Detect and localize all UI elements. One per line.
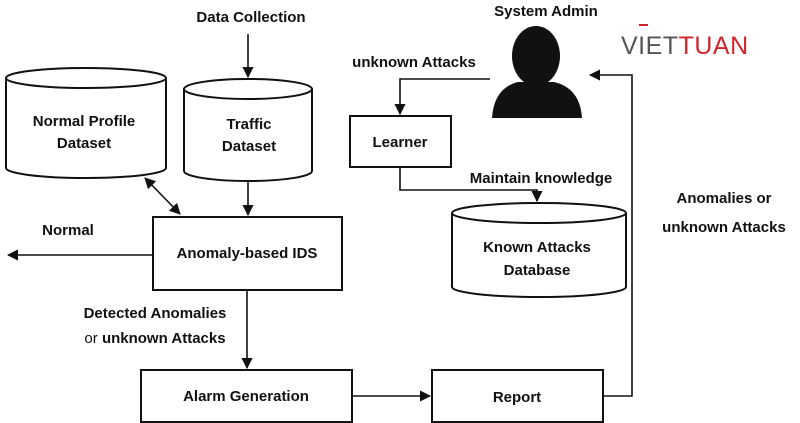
system-admin-label: System Admin xyxy=(494,3,598,20)
edge-report-to-admin xyxy=(588,69,633,397)
logo-part2: TUAN xyxy=(679,32,749,60)
known-attacks-line2: Database xyxy=(504,262,571,279)
anomaly-ids-node: Anomaly-based IDS xyxy=(152,216,343,291)
detected-anomalies-label: Detected Anomalies xyxy=(84,305,227,322)
maintain-knowledge-label: Maintain knowledge xyxy=(470,170,613,187)
edge-admin-to-learner xyxy=(394,78,490,116)
user-icon xyxy=(492,26,582,118)
learner-node: Learner xyxy=(349,115,452,168)
traffic-line1: Traffic xyxy=(226,116,271,133)
normal-label: Normal xyxy=(42,222,94,239)
known-attacks-line1: Known Attacks xyxy=(483,239,591,256)
normal-profile-line1: Normal Profile xyxy=(33,113,136,130)
or-unknown-attacks-label: or unknown Attacks xyxy=(84,330,225,347)
anomalies-or-label: Anomalies or xyxy=(676,190,771,207)
traffic-line2: Dataset xyxy=(222,138,276,155)
data-collection-label: Data Collection xyxy=(196,9,305,26)
normal-profile-line2: Dataset xyxy=(57,135,111,152)
svg-text:VIETTUAN: VIETTUAN xyxy=(621,32,749,60)
learner-label: Learner xyxy=(372,134,427,151)
alarm-generation-label: Alarm Generation xyxy=(183,388,309,405)
edge-profile-ids-bidirectional xyxy=(144,177,181,215)
edges xyxy=(6,34,633,402)
or-prefix: or xyxy=(84,330,102,347)
known-attacks-database: Known Attacks Database xyxy=(451,202,627,298)
anomalies-unknown-attacks-label: unknown Attacks xyxy=(662,219,786,236)
normal-profile-dataset: Normal Profile Dataset xyxy=(5,67,167,179)
report-label: Report xyxy=(493,389,541,406)
edge-learner-to-database xyxy=(399,167,543,203)
logo-part1: VIET xyxy=(621,32,679,60)
unknown-attacks-label: unknown Attacks xyxy=(352,54,476,71)
report-node: Report xyxy=(431,369,604,423)
viettuan-logo: VIETTUAN xyxy=(621,24,749,60)
traffic-dataset: Traffic Dataset xyxy=(183,78,313,182)
alarm-generation-node: Alarm Generation xyxy=(140,369,353,423)
anomaly-ids-label: Anomaly-based IDS xyxy=(177,245,318,262)
or-unknown-attacks-bold: unknown Attacks xyxy=(102,330,226,347)
